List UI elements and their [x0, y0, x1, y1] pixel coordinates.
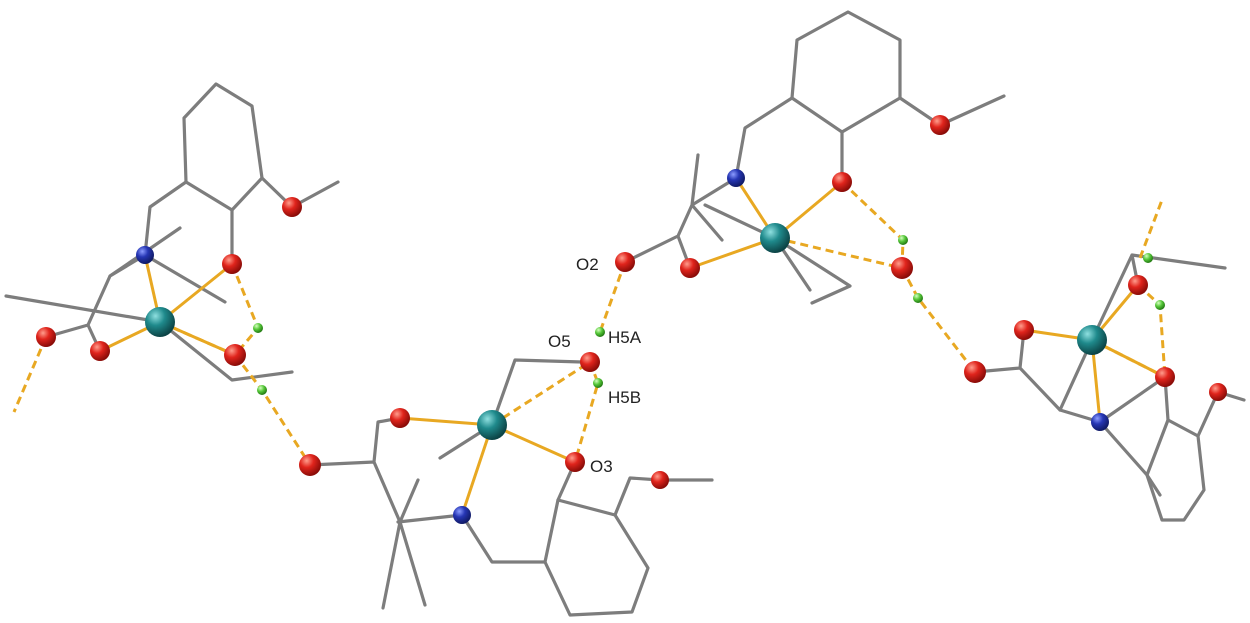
oxygen-atom	[222, 254, 242, 274]
oxygen-atom	[832, 172, 852, 192]
oxygen-atom	[964, 361, 986, 383]
nitrogen-atom	[453, 506, 471, 524]
atom-labels: O2 O5 H5A H5B O3	[548, 255, 642, 476]
hydrogen-atom	[1143, 253, 1153, 263]
label-o2: O2	[576, 255, 599, 274]
hydrogen-bonds	[12, 180, 1167, 466]
label-o3: O3	[590, 457, 613, 476]
nitrogen-atom	[1091, 413, 1109, 431]
metal-atom	[1077, 325, 1107, 355]
oxygen-atom	[651, 471, 669, 489]
hydrogen-atom	[913, 293, 923, 303]
hbond-o2-h5a	[598, 261, 627, 333]
oxygen-atom	[891, 257, 913, 279]
oxygen-atom	[1128, 275, 1148, 295]
hydrogen-atom-h5b	[593, 378, 603, 388]
nitrogen-atom	[136, 246, 154, 264]
hydrogen-atom	[1155, 300, 1165, 310]
label-h5a: H5A	[608, 328, 642, 347]
metal-atom	[145, 307, 175, 337]
label-o5: O5	[548, 332, 571, 351]
metal-atom	[477, 410, 507, 440]
oxygen-atom	[90, 341, 110, 361]
nitrogen-atom	[727, 169, 745, 187]
hydrogen-atom	[898, 235, 908, 245]
oxygen-atom-o2	[615, 252, 635, 272]
oxygen-atom	[390, 408, 410, 428]
coord-a	[98, 253, 237, 357]
hbond-b-metal-o5	[491, 360, 591, 427]
atoms	[36, 115, 1227, 524]
metal-atom	[760, 223, 790, 253]
oxygen-atom	[930, 115, 950, 135]
oxygen-atom	[36, 327, 56, 347]
oxygen-atom	[282, 197, 302, 217]
oxygen-atom-o5	[580, 352, 600, 372]
oxygen-atom	[1209, 383, 1227, 401]
hbond-c-water	[774, 180, 977, 373]
oxygen-atom	[680, 258, 700, 278]
ring-a	[182, 82, 264, 212]
bonds-d	[973, 253, 1246, 497]
hydrogen-atom-h5a	[595, 327, 605, 337]
coord-b	[398, 416, 577, 517]
oxygen-atom-o3	[565, 452, 585, 472]
oxygen-atom	[1014, 320, 1034, 340]
covalent-bonds	[4, 10, 1246, 617]
hbond-left-edge	[12, 336, 48, 413]
hbond-o5-h5b-o3	[573, 361, 600, 463]
coordination-bonds	[98, 176, 1167, 517]
ring-b	[543, 498, 650, 617]
oxygen-atom	[224, 344, 246, 366]
oxygen-atom	[1155, 367, 1175, 387]
hydrogen-atom	[253, 323, 263, 333]
hbond-right-edge	[1138, 199, 1164, 259]
oxygen-atom	[299, 454, 321, 476]
ring-d	[1145, 418, 1206, 522]
ring-c	[790, 10, 902, 134]
bonds-b	[308, 358, 714, 610]
hydrogen-atom	[257, 385, 267, 395]
label-h5b: H5B	[608, 388, 641, 407]
